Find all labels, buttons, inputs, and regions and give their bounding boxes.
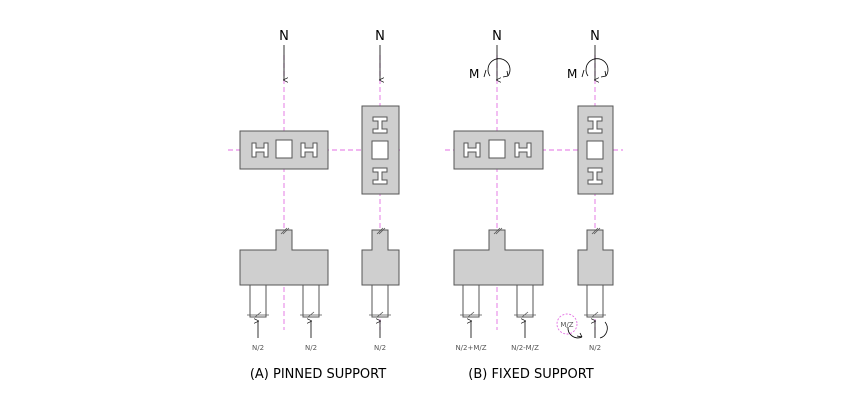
caption-pinned-support: (A) PINNED SUPPORT — [250, 367, 386, 382]
label-half: N/2 — [374, 344, 386, 352]
label-half: N/2 — [305, 344, 317, 352]
moment-reaction-badge: M/Z — [556, 313, 578, 335]
elevation-b1 — [453, 227, 544, 318]
label-m-b1: M — [469, 67, 479, 81]
elevation-a2 — [361, 227, 400, 318]
plan-cap-a1 — [239, 130, 329, 170]
plan-cap-b1 — [453, 130, 544, 170]
label-m-b2: M — [567, 67, 577, 81]
label-plus: N/2+M/Z — [455, 344, 486, 352]
label-minus: N/2-M/Z — [511, 344, 539, 352]
plan-cap-b2 — [577, 105, 614, 195]
elevation-a1 — [239, 227, 329, 318]
load-arrow-a2: N — [375, 29, 385, 80]
reaction-a2: N/2 — [374, 321, 386, 352]
label-half: N/2 — [252, 344, 264, 352]
load-arrow-b2: N — [590, 29, 600, 80]
label-n-a1: N — [279, 29, 289, 44]
elevation-b2 — [577, 227, 614, 318]
load-arrow-a1: N — [279, 29, 289, 80]
reaction-a1-right: N/2 — [305, 321, 317, 352]
label-n-b2: N — [590, 29, 600, 44]
label-mz: M/Z — [560, 321, 573, 329]
label-n-b1: N — [492, 29, 502, 44]
reaction-b2: N/2 — [567, 321, 608, 352]
reaction-b1-right: N/2-M/Z — [511, 321, 539, 352]
plan-cap-a2 — [361, 105, 400, 195]
caption-fixed-support: (B) FIXED SUPPORT — [468, 367, 594, 382]
moment-b2: M — [567, 58, 609, 81]
reaction-b1-left: N/2+M/Z — [455, 321, 487, 352]
label-n-a2: N — [375, 29, 385, 44]
load-arrow-b1: N — [492, 29, 502, 80]
label-half: N/2 — [589, 344, 601, 352]
moment-b1: M — [469, 58, 511, 81]
reaction-a1-left: N/2 — [252, 321, 264, 352]
